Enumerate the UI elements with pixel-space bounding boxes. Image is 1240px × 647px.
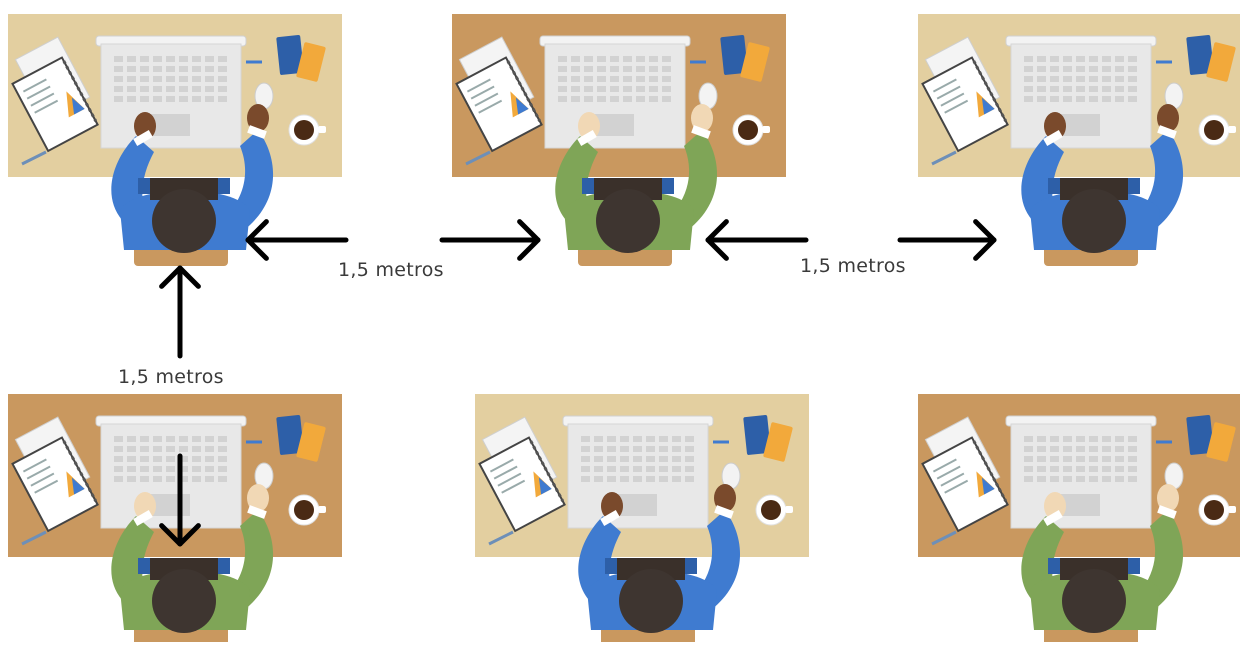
- leg-right: [1128, 558, 1140, 574]
- laptop-icon: [1005, 35, 1157, 149]
- distance-label-vertical: 1,5 metros: [118, 366, 224, 388]
- document-chart-icon: [478, 416, 566, 533]
- distance-label-top-right: 1,5 metros: [800, 255, 906, 277]
- right-cuff: [1157, 125, 1177, 139]
- leg-left: [138, 178, 150, 194]
- distance-label-top-left: 1,5 metros: [338, 259, 444, 281]
- left-cuff: [133, 130, 153, 146]
- right-cuff: [247, 505, 267, 519]
- head: [619, 569, 683, 633]
- laptop-icon: [95, 415, 247, 529]
- pen-icon: [488, 530, 514, 546]
- notebook-icon: [276, 415, 326, 462]
- laptop-icon: [1005, 415, 1157, 529]
- left-arm: [1021, 516, 1064, 600]
- leg-right: [685, 558, 697, 574]
- document-chart-icon: [455, 36, 543, 153]
- right-hand: [691, 104, 713, 132]
- leg-left: [1048, 558, 1060, 574]
- coffee-cup-icon: [755, 494, 793, 526]
- pen-icon: [21, 530, 47, 546]
- document-chart-icon: [921, 36, 1009, 153]
- right-hand: [247, 484, 269, 512]
- arrow-left-1: [245, 219, 349, 261]
- right-arm: [1132, 510, 1184, 610]
- leg-right: [218, 558, 230, 574]
- workstation-top-left: [8, 14, 342, 266]
- leg-left: [1048, 178, 1060, 194]
- leg-right: [218, 178, 230, 194]
- pen-icon: [931, 530, 957, 546]
- document-chart-icon: [11, 36, 99, 153]
- right-hand: [1157, 484, 1179, 512]
- leg-left: [605, 558, 617, 574]
- notebook-icon: [276, 35, 326, 82]
- right-hand: [714, 484, 736, 512]
- arrow-right-2: [897, 219, 997, 261]
- leg-right: [662, 178, 674, 194]
- head: [1062, 189, 1126, 253]
- right-cuff: [247, 125, 267, 139]
- workstation-bottom-center: [475, 394, 809, 646]
- right-arm: [689, 510, 741, 610]
- notebook-icon: [743, 415, 793, 462]
- right-arm: [222, 130, 274, 230]
- pen-icon: [931, 150, 957, 166]
- head: [152, 189, 216, 253]
- right-arm: [1132, 130, 1184, 230]
- leg-right: [1128, 178, 1140, 194]
- document-chart-icon: [11, 416, 99, 533]
- left-cuff: [1043, 510, 1063, 526]
- left-arm: [555, 136, 598, 220]
- notebook-icon: [720, 35, 770, 82]
- notebook-icon: [1186, 35, 1236, 82]
- leg-left: [138, 558, 150, 574]
- right-hand: [247, 104, 269, 132]
- coffee-cup-icon: [732, 114, 770, 146]
- arrow-down: [159, 453, 201, 547]
- head: [152, 569, 216, 633]
- coffee-cup-icon: [1198, 494, 1236, 526]
- right-cuff: [1157, 505, 1177, 519]
- head: [1062, 569, 1126, 633]
- left-cuff: [577, 130, 597, 146]
- left-arm: [111, 516, 154, 600]
- right-cuff: [714, 505, 734, 519]
- laptop-icon: [539, 35, 691, 149]
- workstation-top-center: [452, 14, 786, 266]
- head: [596, 189, 660, 253]
- pen-icon: [465, 150, 491, 166]
- pen-icon: [21, 150, 47, 166]
- arrow-left-2: [705, 219, 809, 261]
- left-cuff: [133, 510, 153, 526]
- laptop-icon: [95, 35, 247, 149]
- document-chart-icon: [921, 416, 1009, 533]
- coffee-cup-icon: [288, 114, 326, 146]
- right-arm: [222, 510, 274, 610]
- right-cuff: [691, 125, 711, 139]
- left-arm: [1021, 136, 1064, 220]
- arrow-right-1: [439, 219, 541, 261]
- arrow-up: [159, 265, 201, 359]
- coffee-cup-icon: [288, 494, 326, 526]
- right-hand: [1157, 104, 1179, 132]
- leg-left: [582, 178, 594, 194]
- left-cuff: [600, 510, 620, 526]
- workstation-bottom-left: [8, 394, 342, 646]
- notebook-icon: [1186, 415, 1236, 462]
- left-arm: [578, 516, 621, 600]
- workstation-bottom-right: [918, 394, 1240, 646]
- right-arm: [666, 130, 718, 230]
- coffee-cup-icon: [1198, 114, 1236, 146]
- left-arm: [111, 136, 154, 220]
- left-cuff: [1043, 130, 1063, 146]
- laptop-icon: [562, 415, 714, 529]
- workstation-top-right: [918, 14, 1240, 266]
